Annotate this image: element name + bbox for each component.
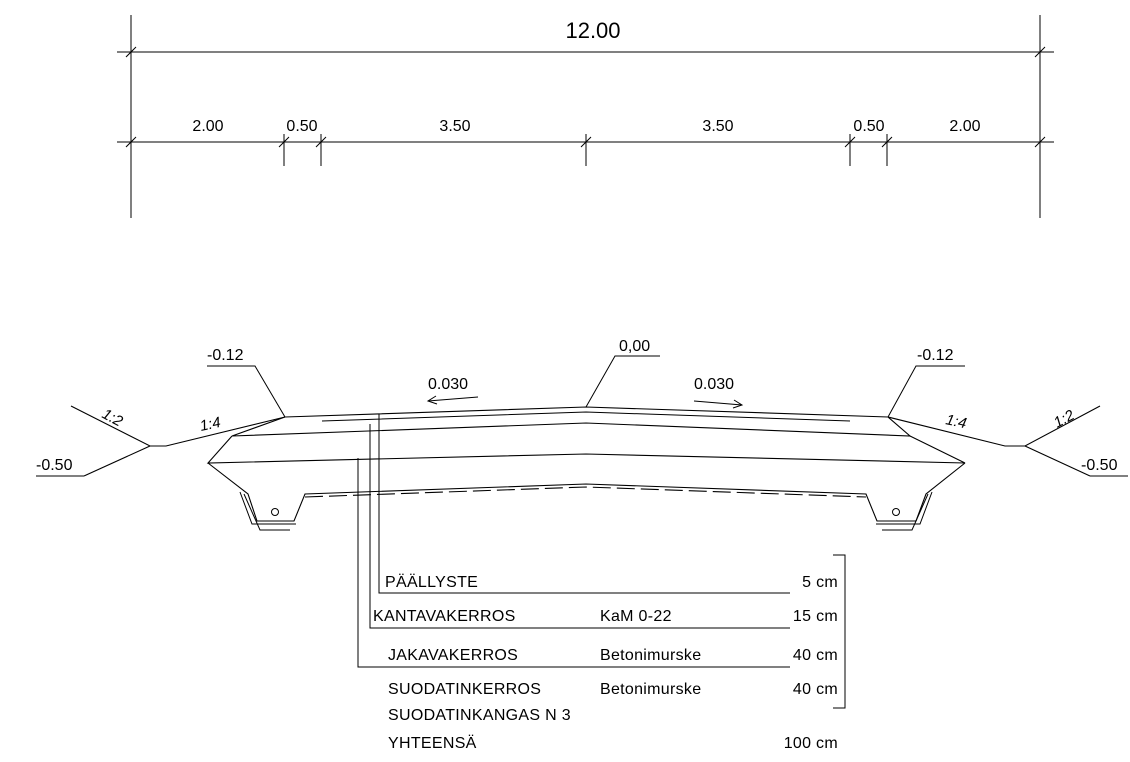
slope-outer-left-label: 1:2: [99, 406, 126, 431]
crossfall-markers: 0.030 0.030: [426, 376, 744, 409]
slope-inner-right-label: 1:4: [944, 411, 968, 432]
slope-inner-left-label: 1:4: [198, 414, 222, 435]
leader-jakavakerros: [357, 458, 790, 668]
segment-label: 2.00: [949, 118, 980, 135]
tick: [125, 46, 137, 58]
right-drain-pipe-icon: [892, 508, 900, 516]
layer-legend: PÄÄLLYSTE 5 cm KANTAVAKERROS KaM 0-22 15…: [357, 414, 846, 752]
left-drain-double-line: [239, 491, 296, 525]
segment-label: 3.50: [439, 118, 470, 135]
left-shoulder-level-leader: [207, 365, 286, 418]
layer-thickness: 40 cm: [793, 647, 838, 664]
left-ditch-slope: [83, 445, 151, 477]
layer-thickness: 40 cm: [793, 681, 838, 698]
right-shoulder-level-label: -0.12: [917, 347, 954, 364]
segment-ticks: [125, 134, 1046, 166]
tick: [1034, 46, 1046, 58]
segment-label: 0.50: [853, 118, 884, 135]
left-ditch-level-label: -0.50: [36, 457, 73, 474]
arrow-head-icon: [426, 395, 438, 405]
right-drain-double-line: [876, 491, 933, 525]
crossfall-right-label: 0.030: [694, 376, 734, 393]
subbase-bottom: [206, 435, 966, 464]
right-shoulder-level-leader: [887, 365, 965, 418]
geotextile-line: [304, 486, 867, 498]
legend-bracket: [833, 554, 846, 709]
level-markers: 0,00 -0.12 -0.12 -0.50 -0.50: [36, 338, 1128, 477]
right-ditch-slope: [1024, 445, 1091, 477]
left-drain-pipe-icon: [271, 508, 279, 516]
left-shoulder-level-label: -0.12: [207, 347, 244, 364]
arrow-head-icon: [732, 399, 744, 409]
center-level-label: 0,00: [619, 338, 650, 355]
dimension-lines: 12.00 2.00 0.50 3.50 3.50 0.50 2.00: [117, 15, 1054, 218]
layer-material: Betonimurske: [600, 681, 701, 698]
right-ditch-level-label: -0.50: [1081, 457, 1118, 474]
road-profile: [70, 405, 1101, 531]
layer-name: YHTEENSÄ: [388, 734, 477, 752]
center-level-leader: [585, 355, 660, 408]
right-shoulder-slope: [887, 405, 1101, 447]
layer-material: Betonimurske: [600, 647, 701, 664]
segment-label: 0.50: [286, 118, 317, 135]
layer-name: JAKAVAKERROS: [388, 647, 518, 664]
layer-name: KANTAVAKERROS: [373, 608, 516, 625]
layer-thickness: 15 cm: [793, 608, 838, 625]
layer-name: SUODATINKERROS: [388, 681, 541, 698]
crossfall-left-arrow: [427, 396, 479, 402]
layer-name: SUODATINKANGAS N 3: [388, 707, 571, 724]
left-shoulder-slope: [70, 405, 286, 447]
segment-label: 3.50: [702, 118, 733, 135]
layer-material: KaM 0-22: [600, 608, 672, 625]
left-drain-double-line: [243, 493, 290, 531]
base-course-bottom: [231, 416, 912, 437]
layer-thickness: 5 cm: [802, 574, 838, 591]
leader-paallyste: [378, 414, 790, 594]
layer-thickness: 100 cm: [784, 735, 838, 752]
crossfall-left-label: 0.030: [428, 376, 468, 393]
total-width-label: 12.00: [565, 18, 620, 43]
slope-outer-right-label: 1:2: [1051, 406, 1078, 431]
leader-kantavakerros: [369, 424, 790, 629]
crossfall-right-arrow: [693, 400, 743, 406]
segment-label: 2.00: [192, 118, 223, 135]
pavement-marking: [321, 411, 851, 422]
right-drain-double-line: [882, 493, 929, 531]
layer-name: PÄÄLLYSTE: [385, 573, 478, 591]
filter-layer-outline: [207, 462, 966, 522]
